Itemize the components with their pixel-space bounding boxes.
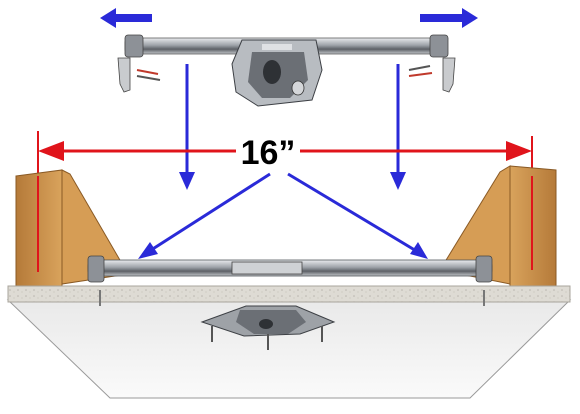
brace-installed	[87, 255, 493, 306]
diagonal-arrow-icon	[138, 172, 271, 259]
brace-top	[117, 34, 456, 107]
arrow-down-icon	[390, 64, 406, 190]
dimension-label: 16”	[241, 134, 296, 172]
electrical-box	[200, 305, 336, 350]
ceiling-panel	[6, 285, 572, 399]
arrow-right-icon	[420, 8, 478, 28]
arrow-down-icon	[179, 64, 195, 190]
diagonal-arrow-icon	[287, 172, 428, 259]
joist-left	[15, 169, 129, 288]
joist-right	[439, 165, 557, 288]
arrow-left-icon	[100, 8, 152, 28]
